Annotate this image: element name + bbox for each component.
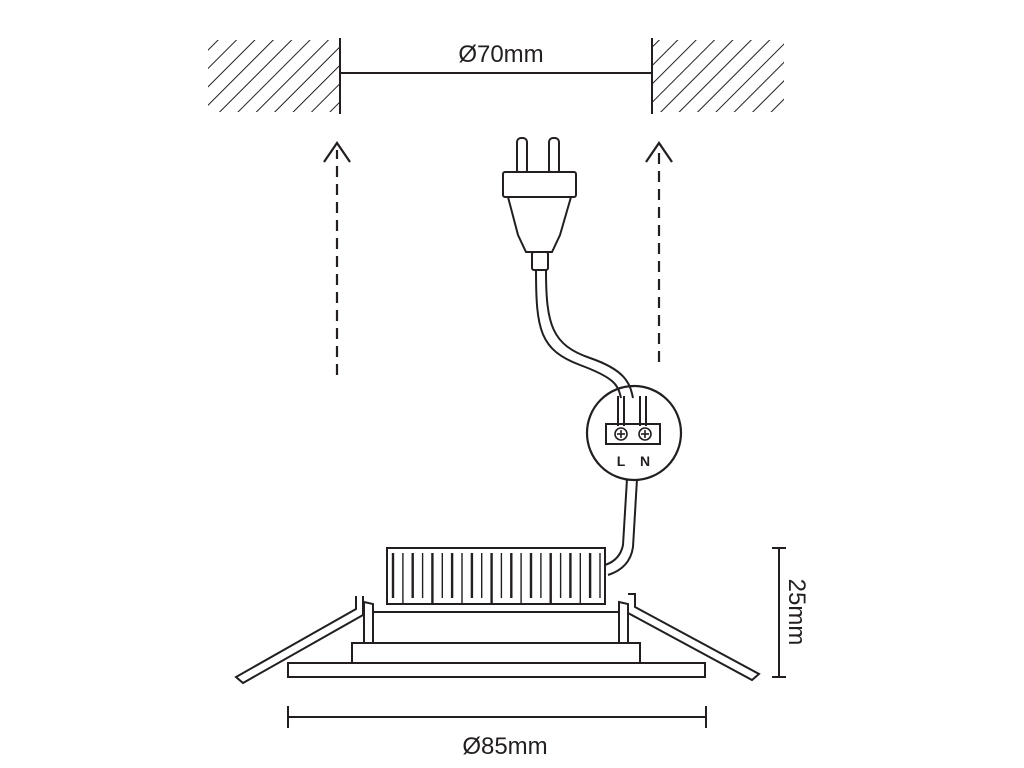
plug-icon [502, 137, 577, 271]
screw-icon [614, 427, 628, 441]
spring-clip-right [627, 593, 761, 682]
height-dimension-label: 25mm [783, 579, 810, 646]
diameter-dimension-label: Ø85mm [462, 733, 547, 760]
heat-sink-fins [391, 553, 601, 603]
arrow-up-left-icon [323, 141, 351, 375]
ceiling-left [208, 38, 341, 114]
spring-clip-left [234, 596, 364, 685]
driver-cable [604, 478, 638, 576]
cutout-dimension-label: Ø70mm [458, 41, 543, 68]
heat-sink [386, 547, 606, 605]
ceiling-right [651, 38, 784, 114]
arrow-up-right-icon [645, 141, 673, 362]
trim-flange [287, 662, 706, 678]
diameter-dimension: Ø85mm [287, 706, 707, 760]
screw-icon [638, 427, 652, 441]
terminal-box: L N [585, 384, 683, 482]
downlight-fixture [234, 547, 761, 685]
power-cable [535, 269, 622, 399]
height-dimension: 25mm [772, 547, 810, 678]
terminal-label-live: L [617, 453, 626, 469]
terminal-label-neutral: N [640, 453, 650, 469]
